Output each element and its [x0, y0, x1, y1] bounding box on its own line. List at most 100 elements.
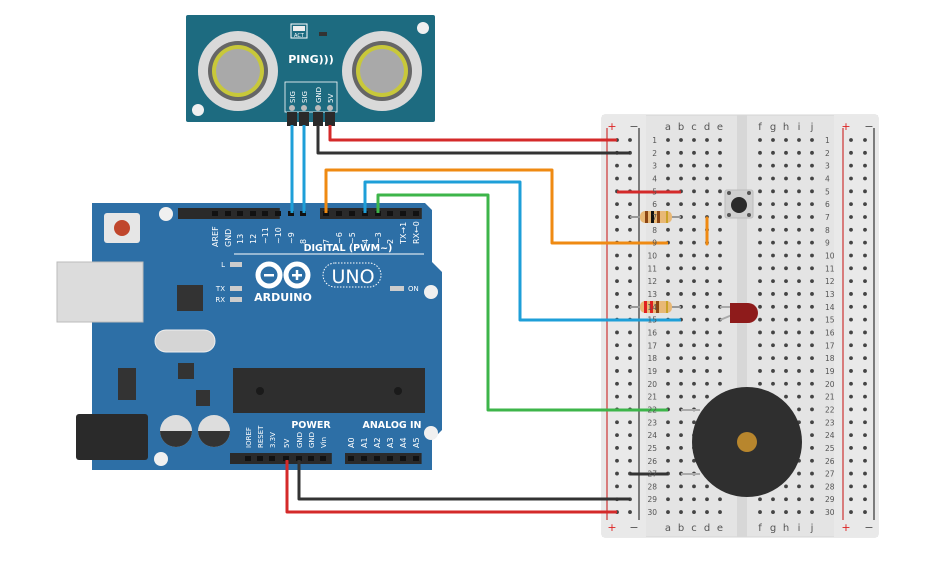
breadboard-hole[interactable] [718, 330, 722, 335]
rail-hole[interactable] [863, 227, 867, 232]
breadboard-hole[interactable] [718, 202, 722, 207]
breadboard-hole[interactable] [666, 279, 670, 284]
breadboard-hole[interactable] [797, 497, 801, 502]
rail-hole[interactable] [628, 343, 632, 348]
rail-hole[interactable] [615, 163, 619, 168]
breadboard-hole[interactable] [666, 227, 670, 232]
rail-hole[interactable] [863, 279, 867, 284]
wire-pin3-to-buzzer[interactable] [376, 193, 668, 412]
breadboard-hole[interactable] [771, 138, 775, 142]
breadboard-hole[interactable] [718, 266, 722, 271]
breadboard-hole[interactable] [784, 266, 788, 271]
rail-hole[interactable] [849, 381, 853, 386]
breadboard-hole[interactable] [666, 150, 670, 155]
breadboard-hole[interactable] [679, 138, 683, 142]
rail-hole[interactable] [628, 484, 632, 489]
breadboard-hole[interactable] [784, 215, 788, 219]
digital-pin[interactable] [212, 211, 218, 216]
rail-hole[interactable] [849, 227, 853, 232]
breadboard-hole[interactable] [810, 484, 814, 489]
digital-pin[interactable] [288, 211, 294, 216]
rail-hole[interactable] [628, 227, 632, 232]
wire-sensor-5v-to-rail[interactable] [328, 125, 617, 142]
rail-hole[interactable] [863, 471, 867, 476]
breadboard-hole[interactable] [771, 266, 775, 271]
breadboard-hole[interactable] [758, 266, 762, 271]
breadboard-hole[interactable] [679, 497, 683, 502]
breadboard-hole[interactable] [705, 484, 709, 489]
breadboard-hole[interactable] [692, 497, 696, 502]
wire-5v-to-rail[interactable] [285, 460, 617, 514]
rail-hole[interactable] [849, 317, 853, 322]
breadboard-hole[interactable] [666, 138, 670, 142]
breadboard-hole[interactable] [666, 253, 670, 258]
rail-hole[interactable] [615, 253, 619, 258]
power-pin[interactable] [283, 456, 289, 461]
rail-hole[interactable] [849, 484, 853, 489]
rail-hole[interactable] [849, 446, 853, 450]
rail-hole[interactable] [615, 471, 619, 476]
breadboard-hole[interactable] [810, 304, 814, 309]
rail-hole[interactable] [863, 150, 867, 155]
breadboard-hole[interactable] [718, 369, 722, 373]
rail-hole[interactable] [863, 381, 867, 386]
rail-hole[interactable] [615, 381, 619, 386]
breadboard-hole[interactable] [784, 150, 788, 155]
breadboard-hole[interactable] [718, 227, 722, 232]
rail-hole[interactable] [628, 279, 632, 284]
breadboard-hole[interactable] [692, 510, 696, 514]
breadboard-hole[interactable] [784, 189, 788, 194]
breadboard-hole[interactable] [718, 163, 722, 168]
breadboard-hole[interactable] [718, 138, 722, 142]
breadboard-hole[interactable] [758, 356, 762, 361]
rail-hole[interactable] [615, 215, 619, 219]
breadboard-hole[interactable] [705, 202, 709, 207]
rail-hole[interactable] [628, 266, 632, 271]
breadboard-hole[interactable] [666, 356, 670, 361]
breadboard-hole[interactable] [692, 215, 696, 219]
breadboard-hole[interactable] [692, 330, 696, 335]
rail-hole[interactable] [628, 394, 632, 399]
breadboard-hole[interactable] [705, 150, 709, 155]
breadboard-hole[interactable] [784, 381, 788, 386]
breadboard-hole[interactable] [797, 304, 801, 309]
breadboard-hole[interactable] [784, 138, 788, 142]
rail-hole[interactable] [849, 420, 853, 425]
power-pin[interactable] [245, 456, 251, 461]
breadboard-hole[interactable] [679, 381, 683, 386]
breadboard-hole[interactable] [692, 292, 696, 296]
breadboard-hole[interactable] [679, 446, 683, 450]
breadboard-hole[interactable] [771, 176, 775, 181]
rail-hole[interactable] [615, 279, 619, 284]
breadboard-hole[interactable] [797, 381, 801, 386]
rail-hole[interactable] [849, 138, 853, 142]
rail-hole[interactable] [615, 343, 619, 348]
breadboard-hole[interactable] [810, 330, 814, 335]
piezo-buzzer[interactable] [681, 387, 802, 497]
breadboard-hole[interactable] [771, 381, 775, 386]
breadboard-hole[interactable] [705, 266, 709, 271]
breadboard-hole[interactable] [705, 279, 709, 284]
breadboard-hole[interactable] [810, 266, 814, 271]
breadboard-hole[interactable] [758, 343, 762, 348]
breadboard-hole[interactable] [666, 369, 670, 373]
wire-gnd-to-rail[interactable] [297, 460, 630, 501]
breadboard-hole[interactable] [797, 369, 801, 373]
breadboard-hole[interactable] [810, 176, 814, 181]
sensor-pin[interactable] [325, 112, 335, 126]
breadboard-hole[interactable] [679, 266, 683, 271]
breadboard-hole[interactable] [797, 279, 801, 284]
sensor-pin[interactable] [299, 112, 309, 126]
rail-hole[interactable] [849, 202, 853, 207]
rail-hole[interactable] [849, 304, 853, 309]
rail-hole[interactable] [849, 356, 853, 361]
rail-hole[interactable] [849, 407, 853, 412]
breadboard-hole[interactable] [784, 343, 788, 348]
breadboard-hole[interactable] [771, 163, 775, 168]
rail-hole[interactable] [863, 138, 867, 142]
rail-hole[interactable] [615, 304, 619, 309]
breadboard-hole[interactable] [666, 510, 670, 514]
rail-hole[interactable] [615, 227, 619, 232]
rail-hole[interactable] [863, 394, 867, 399]
rail-hole[interactable] [863, 356, 867, 361]
